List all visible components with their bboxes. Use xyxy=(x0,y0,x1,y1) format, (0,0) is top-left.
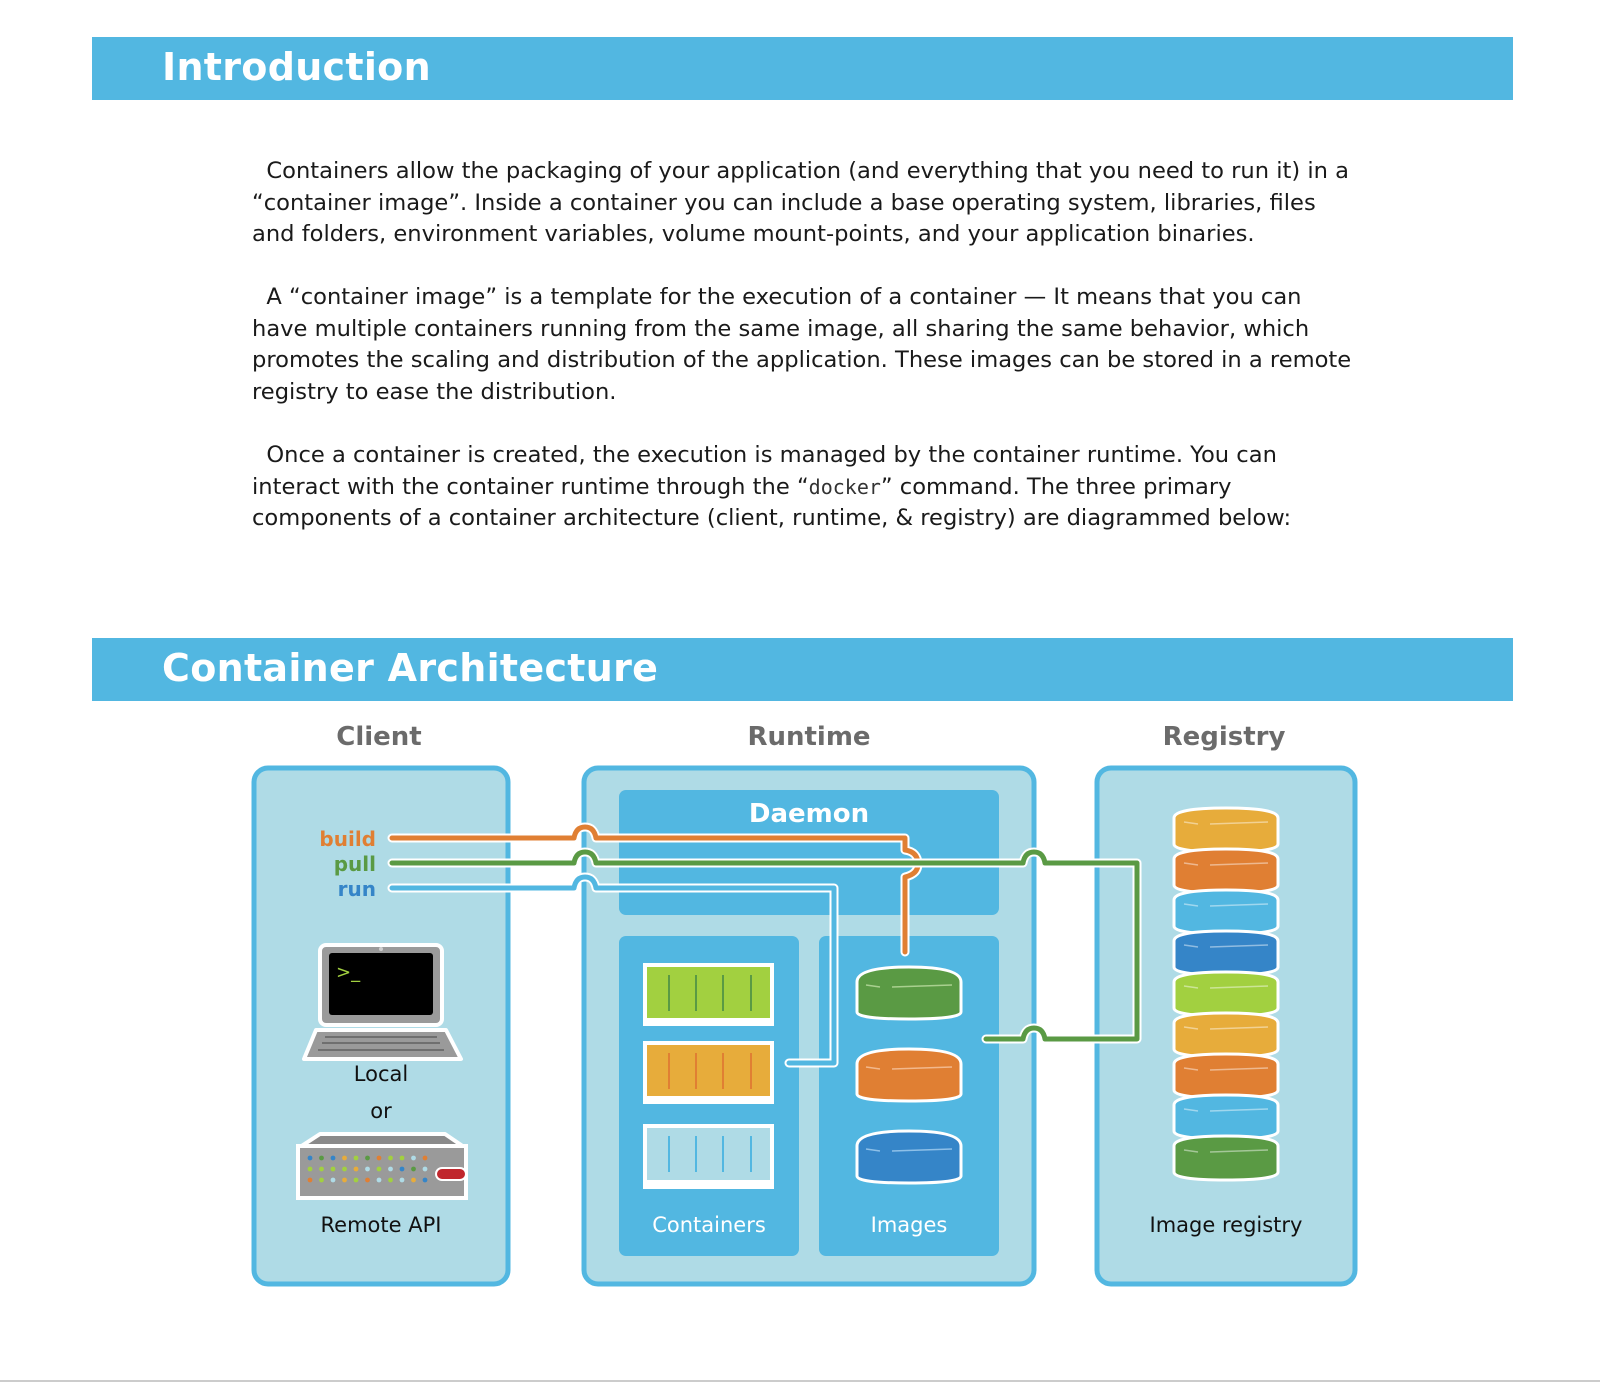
registry-layer-highlight xyxy=(1183,1149,1269,1153)
server-led xyxy=(319,1166,324,1172)
laptop-icon: >_ xyxy=(302,943,463,1061)
server-led xyxy=(411,1166,416,1172)
terminal-prompt: >_ xyxy=(336,962,361,983)
server-led xyxy=(399,1177,405,1183)
registry-stack xyxy=(1172,806,1280,1182)
or-label: or xyxy=(370,1099,392,1123)
server-led xyxy=(365,1155,370,1161)
server-leds xyxy=(307,1155,428,1183)
server-led xyxy=(319,1177,324,1183)
registry-layer-highlight xyxy=(1183,1067,1269,1071)
registry-layer xyxy=(1172,888,1280,936)
registry-layer xyxy=(1172,1011,1280,1059)
registry-layer xyxy=(1172,847,1280,895)
server-led xyxy=(342,1155,347,1161)
server-led xyxy=(353,1177,359,1183)
client-column-title: Client xyxy=(336,722,422,752)
registry-layer xyxy=(1172,1093,1280,1141)
image-disk-orange xyxy=(855,1047,963,1103)
page-bottom-rule xyxy=(0,1380,1600,1382)
local-label: Local xyxy=(354,1062,408,1086)
image-disk-green xyxy=(855,965,963,1021)
build-flow-line xyxy=(389,824,921,955)
docker-command-code: docker xyxy=(808,474,881,499)
runtime-column-title: Runtime xyxy=(747,722,871,752)
server-led xyxy=(388,1177,393,1183)
registry-layer xyxy=(1172,970,1280,1018)
server-led xyxy=(330,1155,336,1161)
registry-layer-highlight xyxy=(1183,1108,1269,1112)
remote-api-label: Remote API xyxy=(321,1213,442,1237)
server-icon xyxy=(296,1132,468,1200)
container-icon-orange xyxy=(643,1041,774,1104)
pull-command-label: pull xyxy=(334,852,376,876)
server-led xyxy=(353,1166,359,1172)
server-led xyxy=(411,1177,416,1183)
server-led xyxy=(422,1155,428,1161)
server-led xyxy=(388,1166,393,1172)
registry-layer xyxy=(1172,929,1280,977)
server-led xyxy=(376,1166,382,1172)
registry-layer xyxy=(1172,806,1280,854)
registry-layer-highlight xyxy=(1183,985,1269,989)
introduction-heading: Introduction xyxy=(162,45,431,89)
registry-column-title: Registry xyxy=(1162,722,1286,752)
server-led xyxy=(307,1177,313,1183)
server-led xyxy=(411,1155,416,1161)
image-registry-label: Image registry xyxy=(1150,1213,1303,1237)
p3-text-after: ” command. The three primary components … xyxy=(252,473,1292,532)
intro-paragraph-1: Containers allow the packaging of your a… xyxy=(252,158,1349,248)
server-led xyxy=(376,1177,382,1183)
server-led xyxy=(365,1166,370,1172)
run-flow-line xyxy=(389,874,837,1066)
introduction-banner: Introduction xyxy=(92,37,1513,100)
registry-layer xyxy=(1172,1052,1280,1100)
pull-flow-line xyxy=(389,849,1140,1042)
registry-layer-highlight xyxy=(1183,903,1269,907)
build-command-label: build xyxy=(319,827,376,851)
server-led xyxy=(399,1166,405,1172)
server-led xyxy=(422,1166,428,1172)
server-led xyxy=(342,1177,347,1183)
registry-layer-highlight xyxy=(1183,1026,1269,1030)
containers-label: Containers xyxy=(652,1213,766,1237)
server-led xyxy=(422,1177,428,1183)
container-icon-light xyxy=(643,1124,774,1189)
server-led xyxy=(330,1166,336,1172)
intro-paragraph-3: Once a container is created, the executi… xyxy=(252,440,1362,535)
server-led xyxy=(365,1177,370,1183)
server-led xyxy=(307,1166,313,1172)
server-led xyxy=(330,1177,336,1183)
server-led xyxy=(353,1155,359,1161)
server-led xyxy=(307,1155,313,1161)
container-icon-green xyxy=(643,963,774,1026)
server-led xyxy=(388,1155,393,1161)
server-led xyxy=(376,1155,382,1161)
server-led xyxy=(399,1155,405,1161)
image-disk-blue xyxy=(855,1129,963,1185)
p3-text-before: Once a container is created, the executi… xyxy=(252,442,1277,500)
intro-paragraph-2: A “container image” is a template for th… xyxy=(252,284,1352,405)
registry-layer-highlight xyxy=(1183,944,1269,948)
server-led xyxy=(342,1166,347,1172)
registry-layer-highlight xyxy=(1183,862,1269,866)
daemon-label: Daemon xyxy=(749,799,869,829)
images-label: Images xyxy=(871,1213,948,1237)
registry-layer xyxy=(1172,1134,1280,1182)
architecture-heading: Container Architecture xyxy=(162,646,659,690)
architecture-banner: Container Architecture xyxy=(92,638,1513,701)
run-command-label: run xyxy=(338,877,376,901)
registry-layer-highlight xyxy=(1183,821,1269,825)
server-led xyxy=(319,1155,324,1161)
